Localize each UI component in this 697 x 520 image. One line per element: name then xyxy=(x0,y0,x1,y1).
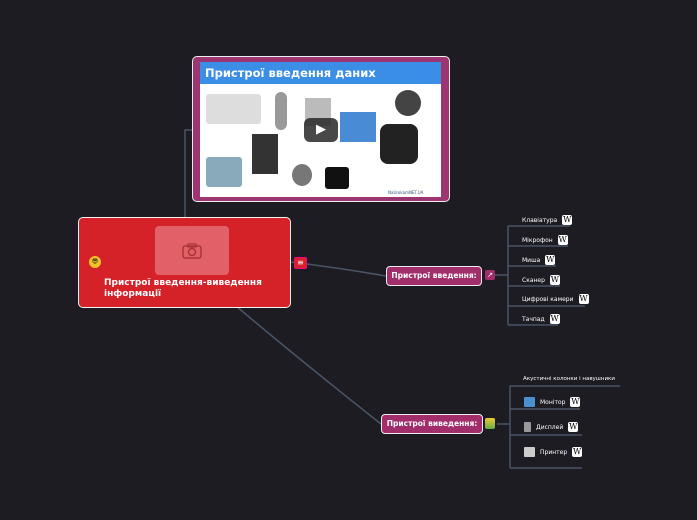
play-icon[interactable]: ▶ xyxy=(304,118,338,142)
wikipedia-icon[interactable]: W xyxy=(572,447,583,457)
touchscreen-image xyxy=(340,112,376,142)
central-topic[interactable]: 😎 Пристрої введення-виведення інформації xyxy=(78,217,291,308)
wikipedia-icon[interactable]: W xyxy=(545,255,556,265)
tablet-image xyxy=(252,134,278,174)
camera-icon[interactable] xyxy=(155,226,229,275)
video-card[interactable]: Пристрої введення даних ▶ NaUrokamNET.UA xyxy=(192,56,450,202)
wheel-image xyxy=(395,90,421,116)
item-label: Тачпад xyxy=(522,315,545,323)
list-item[interactable]: Клавіатура W xyxy=(522,215,573,225)
webcam-image xyxy=(292,164,312,186)
item-label: Монітор xyxy=(540,398,566,406)
list-item[interactable]: Цифрові камери W xyxy=(522,294,589,304)
item-label: Сканер xyxy=(522,276,545,284)
wikipedia-icon[interactable]: W xyxy=(562,215,573,225)
link-icon[interactable]: ↗ xyxy=(485,270,495,280)
scanner-image xyxy=(206,157,242,187)
display-icon xyxy=(524,422,531,432)
item-label: Клавіатура xyxy=(522,216,558,224)
input-devices-node[interactable]: Пристрої введення: xyxy=(386,266,482,286)
keyboard-image xyxy=(206,94,261,124)
list-item[interactable]: Дисплей W xyxy=(524,422,579,432)
list-item[interactable]: Сканер W xyxy=(522,275,560,285)
list-item[interactable]: Мікрофон W xyxy=(522,235,568,245)
item-label: Мікрофон xyxy=(522,236,553,244)
microphone-image xyxy=(275,92,287,130)
monitor-icon xyxy=(524,397,535,407)
tv-box-image xyxy=(325,167,349,189)
video-thumbnail[interactable]: Пристрої введення даних ▶ NaUrokamNET.UA xyxy=(200,62,441,197)
list-item[interactable]: Принтер W xyxy=(524,447,583,457)
wikipedia-icon[interactable]: W xyxy=(568,422,579,432)
wikipedia-icon[interactable]: W xyxy=(570,397,581,407)
wikipedia-icon[interactable]: W xyxy=(578,294,589,304)
devices-sticker-icon xyxy=(485,418,495,429)
wikipedia-icon[interactable]: W xyxy=(557,235,568,245)
video-watermark: NaUrokamNET.UA xyxy=(388,190,424,195)
item-label: Миша xyxy=(522,256,541,264)
video-title: Пристрої введення даних xyxy=(200,62,441,84)
output-devices-node[interactable]: Пристрої виведення: xyxy=(381,414,483,434)
notes-icon[interactable]: ≡ xyxy=(294,257,307,269)
list-item[interactable]: Акустичні колонки і навушники xyxy=(523,376,615,382)
sunglasses-emoji-icon: 😎 xyxy=(89,256,101,268)
list-item[interactable]: Тачпад W xyxy=(522,314,560,324)
item-label: Принтер xyxy=(540,448,568,456)
list-item[interactable]: Монітор W xyxy=(524,397,581,407)
printer-icon xyxy=(524,447,535,457)
item-label: Цифрові камери xyxy=(522,295,574,303)
wikipedia-icon[interactable]: W xyxy=(549,314,560,324)
wikipedia-icon[interactable]: W xyxy=(549,275,560,285)
item-label: Дисплей xyxy=(536,423,564,431)
keypad-image xyxy=(380,124,418,164)
central-topic-title: Пристрої введення-виведення інформації xyxy=(104,278,262,299)
list-item[interactable]: Миша W xyxy=(522,255,556,265)
